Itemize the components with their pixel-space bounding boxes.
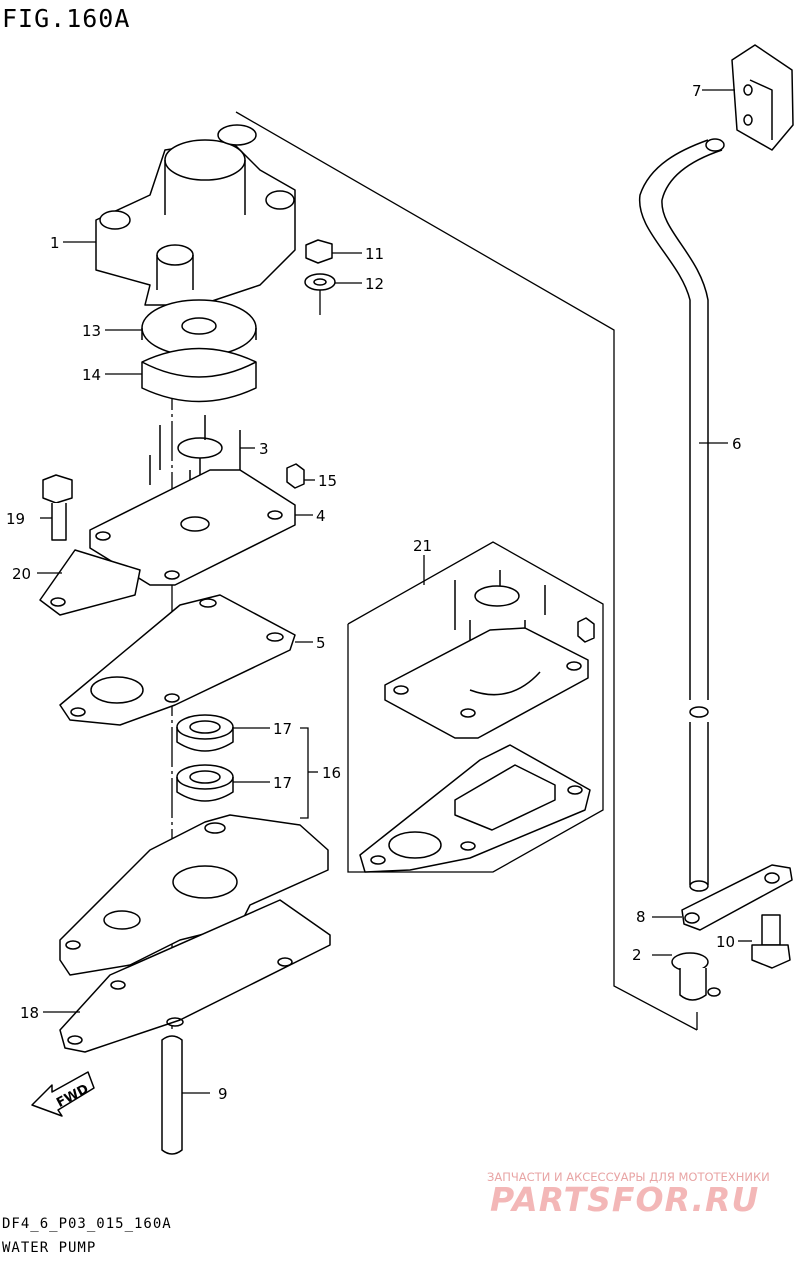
callout-7: 7 <box>692 82 702 100</box>
part-12-washer <box>304 273 336 291</box>
callout-18: 18 <box>20 1004 39 1022</box>
kit-bracket-line <box>347 541 604 873</box>
callout-2: 2 <box>632 946 642 964</box>
part-11-nut <box>305 239 333 264</box>
part-8-plate <box>681 864 793 931</box>
part-7-clip <box>731 44 794 151</box>
part-15-key <box>286 463 305 489</box>
part-10-bolt <box>751 914 791 969</box>
callout-9: 9 <box>218 1085 228 1103</box>
part-14-liner <box>141 347 257 403</box>
part-21-repair-kit <box>359 570 595 873</box>
figure-name: WATER PUMP <box>2 1240 97 1256</box>
part-18-gasket <box>59 899 331 1053</box>
callout-21: 21 <box>413 537 432 555</box>
callout-12: 12 <box>365 275 384 293</box>
figure-title: FIG.160A <box>2 4 131 33</box>
callout-16: 16 <box>322 764 341 782</box>
callout-6: 6 <box>732 435 742 453</box>
part-19-bolt <box>42 474 73 541</box>
callout-13: 13 <box>82 322 101 340</box>
callout-17-lower: 17 <box>273 774 292 792</box>
callout-8: 8 <box>636 908 646 926</box>
part-20-gasket <box>39 549 141 616</box>
figure-code: DF4_6_P03_015_160A <box>2 1216 172 1232</box>
watermark-tagline: ЗАПЧАСТИ И АКСЕССУАРЫ ДЛЯ МОТОТЕХНИКИ <box>487 1170 770 1184</box>
part-5-gasket <box>59 594 296 726</box>
callout-20: 20 <box>12 565 31 583</box>
part-9-stud <box>161 1035 183 1155</box>
fwd-arrow: FWD <box>31 1071 95 1117</box>
callout-10: 10 <box>716 933 735 951</box>
part-17-oil-seal-lower <box>176 764 234 802</box>
callout-11: 11 <box>365 245 384 263</box>
callout-15: 15 <box>318 472 337 490</box>
watermark-logo: PARTSFOR.RU <box>490 1180 760 1219</box>
part-1-pump-case <box>95 124 296 306</box>
callout-17-upper: 17 <box>273 720 292 738</box>
callout-4: 4 <box>316 507 326 525</box>
part-16-pump-housing <box>59 814 329 976</box>
part-17-oil-seal-upper <box>176 714 234 752</box>
assembly-bracket-line <box>235 111 698 1031</box>
callout-5: 5 <box>316 634 326 652</box>
part-13-plate <box>141 299 257 357</box>
callout-1: 1 <box>50 234 60 252</box>
leader-lines <box>37 89 752 1094</box>
callout-3: 3 <box>259 440 269 458</box>
part-3-impeller <box>149 415 241 500</box>
part-6-hose <box>638 138 725 892</box>
part-2-grommet <box>671 952 721 1001</box>
callout-14: 14 <box>82 366 101 384</box>
callout-19: 19 <box>6 510 25 528</box>
